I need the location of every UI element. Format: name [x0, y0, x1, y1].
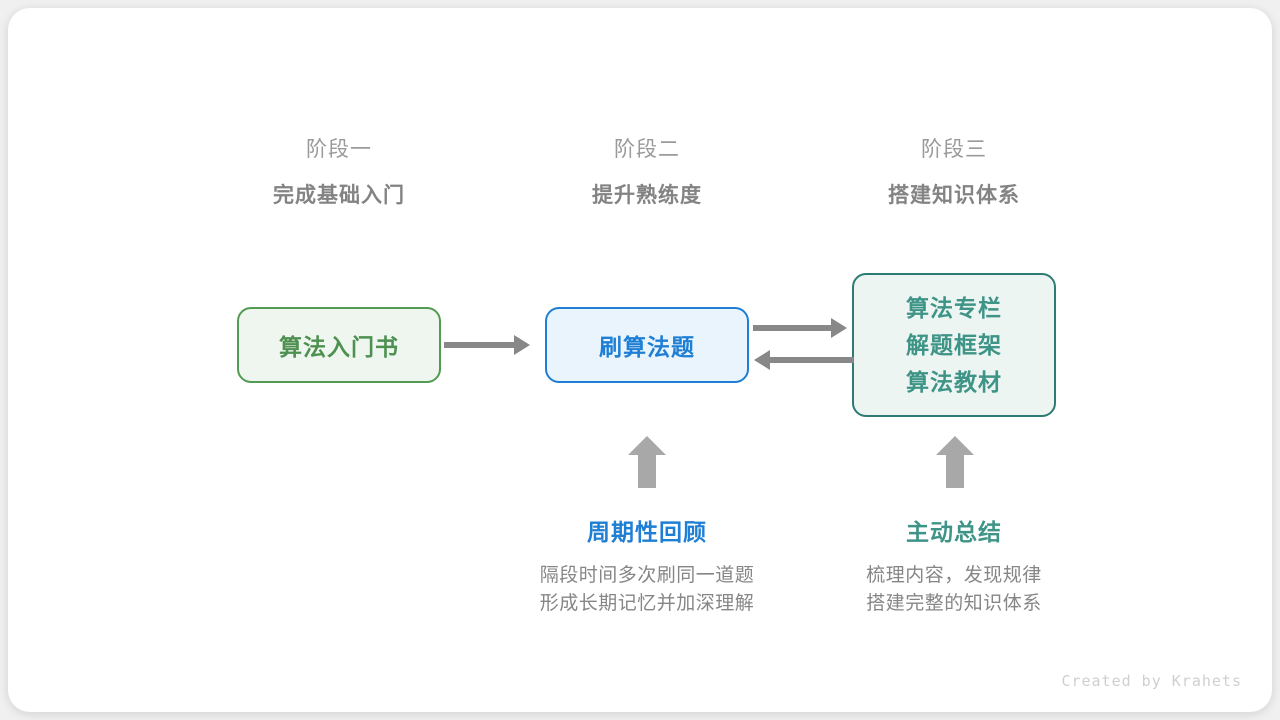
note-periodic-review-desc: 隔段时间多次刷同一道题 形成长期记忆并加深理解 [497, 562, 797, 618]
stage-title-2: 提升熟练度 [592, 184, 702, 207]
connector-practice-to-resources-arrowhead-icon [831, 318, 847, 338]
arrow-up-icon-review [628, 436, 666, 488]
stage-label-2: 阶段二 [614, 138, 680, 161]
stage-header-2: 阶段二 提升熟练度 [517, 135, 777, 213]
diagram-canvas: 阶段一 完成基础入门 阶段二 提升熟练度 阶段三 搭建知识体系 算法入门书 刷算… [8, 8, 1272, 712]
note-periodic-review: 周期性回顾 隔段时间多次刷同一道题 形成长期记忆并加深理解 [497, 516, 797, 618]
connector-practice-to-resources-line [753, 325, 837, 331]
node-intro-book-label: 算法入门书 [279, 334, 399, 360]
note-active-summary-desc-line-2: 搭建完整的知识体系 [866, 593, 1042, 614]
stage-title-3: 搭建知识体系 [888, 184, 1020, 207]
connector-resources-to-practice-line [770, 357, 854, 363]
note-active-summary-title: 主动总结 [906, 519, 1002, 545]
node-resources[interactable]: 算法专栏 解题框架 算法教材 [852, 273, 1056, 417]
arrow-up-icon-summary [936, 436, 974, 488]
stage-title-1: 完成基础入门 [273, 184, 405, 207]
node-resources-line-3: 算法教材 [906, 368, 1002, 395]
stage-header-1: 阶段一 完成基础入门 [209, 135, 469, 213]
note-active-summary-desc-line-1: 梳理内容，发现规律 [866, 565, 1042, 586]
node-practice-problems[interactable]: 刷算法题 [545, 307, 749, 383]
connector-intro-to-practice-arrowhead-icon [514, 335, 530, 355]
node-intro-book[interactable]: 算法入门书 [237, 307, 441, 383]
note-active-summary-desc: 梳理内容，发现规律 搭建完整的知识体系 [804, 562, 1104, 618]
node-resources-line-2: 解题框架 [906, 331, 1002, 358]
stage-label-1: 阶段一 [306, 138, 372, 161]
note-active-summary: 主动总结 梳理内容，发现规律 搭建完整的知识体系 [804, 516, 1104, 618]
note-periodic-review-title: 周期性回顾 [587, 519, 707, 545]
credit-text: Created by Krahets [1061, 672, 1242, 690]
node-resources-line-1: 算法专栏 [906, 294, 1002, 321]
stage-label-3: 阶段三 [921, 138, 987, 161]
stage-header-3: 阶段三 搭建知识体系 [824, 135, 1084, 213]
note-periodic-review-desc-line-2: 形成长期记忆并加深理解 [539, 593, 755, 614]
connector-intro-to-practice-line [444, 342, 522, 348]
note-periodic-review-desc-line-1: 隔段时间多次刷同一道题 [539, 565, 755, 586]
node-practice-problems-label: 刷算法题 [599, 334, 695, 360]
connector-resources-to-practice-arrowhead-icon [754, 350, 770, 370]
